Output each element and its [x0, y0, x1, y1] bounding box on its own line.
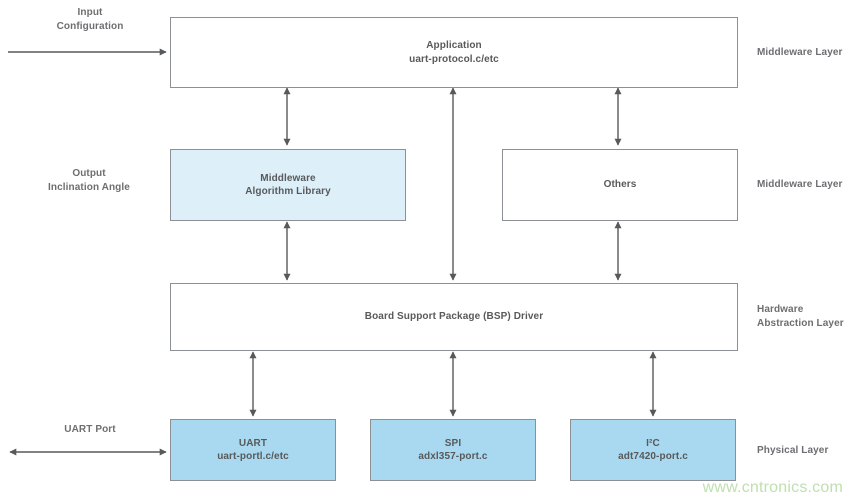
- box-middleware-algorithm-library[interactable]: Middleware Algorithm Library: [170, 149, 406, 221]
- label-layer-hardware-abstraction: Hardware Abstraction Layer: [757, 304, 844, 329]
- box-uart-title: UART: [238, 437, 268, 449]
- box-i2c[interactable]: I²C adt7420-port.c: [570, 419, 736, 481]
- label-layer-middleware-top: Middleware Layer: [757, 47, 843, 58]
- box-application[interactable]: Application uart-protocol.c/etc: [170, 17, 738, 88]
- label-layer-middleware-bottom: Middleware Layer: [757, 179, 843, 190]
- box-application-title: Application: [426, 40, 482, 51]
- box-uart-subtitle: uart-portl.c/etc: [217, 451, 289, 462]
- label-uart-port: UART Port: [64, 424, 116, 435]
- box-bsp-driver-title: Board Support Package (BSP) Driver: [364, 311, 544, 323]
- label-output-inclination-angle: Output Inclination Angle: [48, 168, 130, 193]
- box-middleware-title: Middleware: [260, 172, 316, 184]
- box-bsp-driver[interactable]: Board Support Package (BSP) Driver: [170, 283, 738, 351]
- box-others[interactable]: Others: [502, 149, 738, 221]
- box-i2c-title: I²C: [646, 437, 660, 449]
- box-i2c-subtitle: adt7420-port.c: [618, 451, 688, 462]
- box-middleware-subtitle: Algorithm Library: [245, 186, 331, 197]
- box-uart[interactable]: UART uart-portl.c/etc: [170, 419, 336, 481]
- box-spi-subtitle: adxl357-port.c: [418, 451, 488, 462]
- watermark: www.cntronics.com: [702, 479, 843, 496]
- label-layer-physical: Physical Layer: [757, 445, 829, 456]
- box-spi[interactable]: SPI adxl357-port.c: [370, 419, 536, 481]
- box-application-subtitle: uart-protocol.c/etc: [409, 53, 499, 65]
- box-others-title: Others: [603, 179, 637, 191]
- box-spi-title: SPI: [444, 437, 462, 449]
- label-input-configuration: Input Configuration: [56, 7, 124, 32]
